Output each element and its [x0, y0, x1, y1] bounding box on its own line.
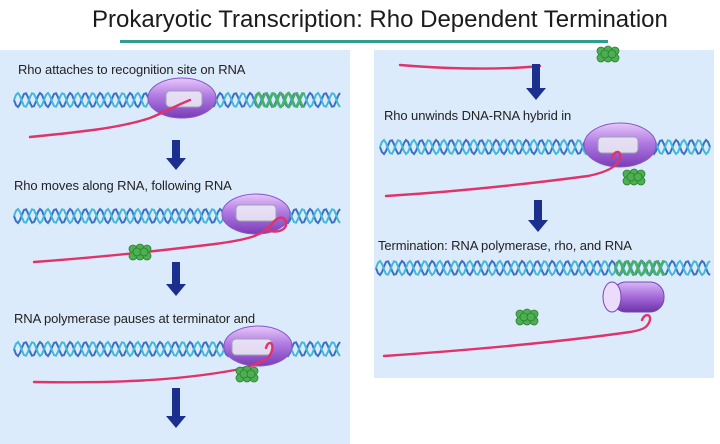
ribosome-subunit	[607, 49, 617, 59]
terminator-strand-top	[253, 91, 306, 109]
rna-polymerase	[235, 204, 277, 222]
rna-polymerase	[165, 90, 203, 108]
rho-cylinder-end	[602, 281, 622, 313]
ribosome-subunit	[139, 247, 149, 257]
arrow-head	[528, 220, 548, 232]
arrow-shaft	[532, 64, 540, 90]
ribosome-icon	[128, 243, 152, 261]
arrow-head	[166, 284, 186, 296]
arrow-shaft	[172, 140, 180, 160]
arrow-shaft	[172, 262, 180, 286]
down-arrow-icon	[528, 200, 548, 232]
down-arrow-icon	[166, 140, 186, 170]
down-arrow-icon	[166, 388, 186, 428]
dna-helix-step2	[13, 207, 341, 225]
ribosome-subunit	[246, 369, 256, 379]
rna-step4	[384, 150, 622, 198]
arrow-shaft	[534, 200, 542, 222]
step-label-termination: Termination: RNA polymerase, rho, and RN…	[378, 238, 632, 253]
down-arrow-icon	[526, 64, 546, 100]
step-label-polymerase-pauses: RNA polymerase pauses at terminator and	[14, 311, 256, 326]
arrow-head	[526, 88, 546, 100]
right-panel	[374, 50, 714, 378]
ribosome-icon	[515, 308, 539, 326]
step-label-rho-attaches: Rho attaches to recognition site on RNA	[18, 62, 246, 77]
rho-protein-icon	[602, 281, 665, 313]
arrow-head	[166, 158, 186, 170]
dna-helix-step4	[379, 138, 711, 156]
terminator-strand-bottom	[253, 91, 306, 109]
rna-step1	[28, 98, 192, 139]
rna-polymerase	[597, 136, 639, 154]
arrow-shaft	[172, 388, 180, 418]
ribosome-icon	[596, 45, 620, 63]
ribosome-icon	[622, 168, 646, 186]
arrow-head	[166, 416, 186, 428]
step-label-rho-moves: Rho moves along RNA, following RNA	[14, 178, 232, 193]
title-underline	[120, 40, 608, 43]
rna-step5	[382, 313, 652, 358]
ribosome-icon	[235, 365, 259, 383]
down-arrow-icon	[166, 262, 186, 296]
page-title: Prokaryotic Transcription: Rho Dependent…	[92, 6, 668, 33]
terminator-strand-bottom	[613, 259, 666, 277]
ribosome-subunit	[633, 172, 643, 182]
rna-continuation	[398, 63, 542, 70]
step-label-rho-unwinds: Rho unwinds DNA-RNA hybrid in	[384, 108, 572, 123]
ribosome-subunit	[526, 312, 536, 322]
rna-step2	[32, 216, 288, 264]
dna-helix-step5	[375, 259, 711, 277]
terminator-strand-top	[613, 259, 666, 277]
